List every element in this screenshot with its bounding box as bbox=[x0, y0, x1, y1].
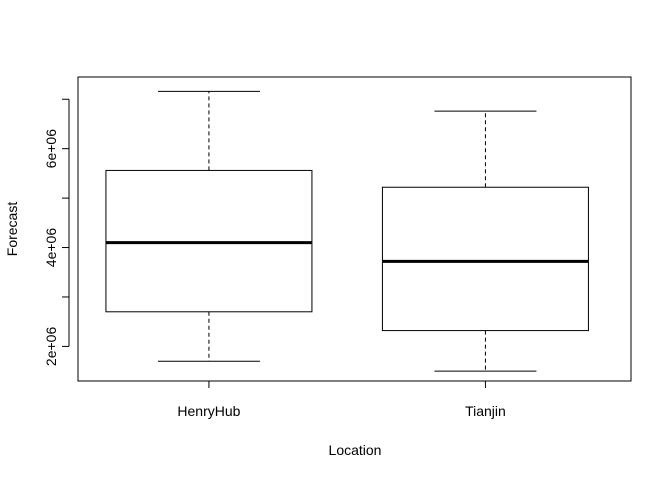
y-tick-label: 4e+06 bbox=[43, 228, 59, 268]
plot-frame bbox=[77, 76, 632, 382]
box bbox=[381, 186, 589, 332]
y-axis-label: Forecast bbox=[4, 202, 20, 257]
y-tick-label: 6e+06 bbox=[43, 129, 59, 169]
x-tick-label: HenryHub bbox=[177, 403, 240, 419]
x-tick-label: Tianjin bbox=[465, 403, 506, 419]
y-tick-label: 2e+06 bbox=[43, 327, 59, 367]
x-axis-label: Location bbox=[329, 442, 382, 458]
